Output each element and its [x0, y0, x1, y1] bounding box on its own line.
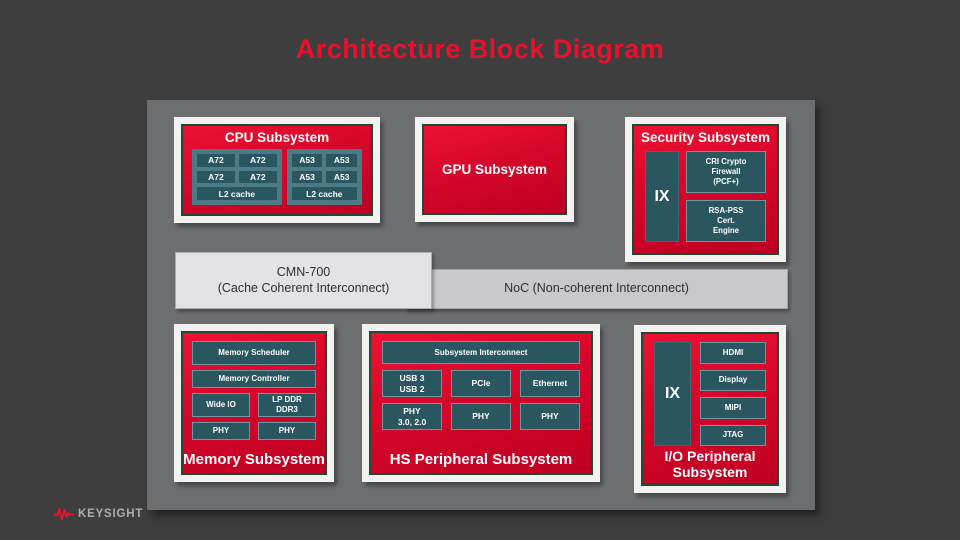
- wide-io: Wide IO: [192, 393, 250, 417]
- security-modules: CRI Crypto Firewall (PCF+) RSA-PSS Cert.…: [686, 151, 766, 242]
- memory-body: Memory Scheduler Memory Controller Wide …: [183, 333, 325, 440]
- memory-subsystem-title: Memory Subsystem: [183, 450, 325, 468]
- memory-grid: Wide IO LP DDR DDR3 PHY PHY: [192, 393, 316, 440]
- usb-block: USB 3 USB 2: [382, 370, 442, 397]
- a53-core: A53: [291, 154, 323, 167]
- a53-core: A53: [291, 170, 323, 184]
- memory-controller: Memory Controller: [192, 370, 316, 388]
- security-subsystem-title: Security Subsystem: [640, 130, 771, 145]
- cpu-subsystem-box: CPU Subsystem A72 A72 A72 A72 L2 cache A…: [174, 117, 380, 223]
- jtag-port: JTAG: [700, 424, 766, 446]
- security-subsystem-box: Security Subsystem IX CRI Crypto Firewal…: [625, 117, 786, 262]
- keysight-pulse-icon: [54, 508, 74, 521]
- diagram-panel: CPU Subsystem A72 A72 A72 A72 L2 cache A…: [147, 100, 815, 510]
- hdmi-port: HDMI: [700, 342, 766, 364]
- mipi-port: MIPI: [700, 397, 766, 419]
- cpu-subsystem-title: CPU Subsystem: [224, 130, 330, 145]
- a72-core: A72: [197, 170, 235, 184]
- l2-cache: L2 cache: [197, 187, 277, 200]
- subsystem-interconnect: Subsystem Interconnect: [382, 341, 580, 364]
- cpu-subsystem: CPU Subsystem A72 A72 A72 A72 L2 cache A…: [181, 124, 373, 216]
- keysight-logo: KEYSIGHT: [54, 506, 143, 522]
- cmn-700-interconnect: CMN-700 (Cache Coherent Interconnect): [175, 252, 432, 309]
- ix-block: IX: [645, 151, 679, 242]
- pcie-phy: PHY: [451, 403, 511, 430]
- memory-phy: PHY: [258, 422, 316, 440]
- a72-core: A72: [238, 170, 277, 184]
- hs-peripheral-grid: USB 3 USB 2 PCIe Ethernet PHY 3.0, 2.0 P…: [382, 370, 580, 430]
- security-subsystem: Security Subsystem IX CRI Crypto Firewal…: [632, 124, 779, 255]
- l2-cache: L2 cache: [291, 187, 357, 200]
- a53-cluster: A53 A53 A53 A53 L2 cache: [286, 149, 362, 205]
- a53-core: A53: [326, 170, 357, 184]
- lpddr-ddr3: LP DDR DDR3: [258, 393, 316, 417]
- a53-core: A53: [326, 154, 357, 167]
- hs-peripheral-subsystem: Subsystem Interconnect USB 3 USB 2 PCIe …: [369, 331, 593, 475]
- keysight-wordmark: KEYSIGHT: [78, 508, 144, 520]
- gpu-subsystem: GPU Subsystem: [422, 124, 567, 215]
- cri-crypto-firewall: CRI Crypto Firewall (PCF+): [686, 151, 766, 193]
- usb-phy: PHY 3.0, 2.0: [382, 403, 442, 430]
- ix-block: IX: [654, 342, 691, 446]
- rsa-pss-cert-engine: RSA-PSS Cert. Engine: [686, 200, 766, 242]
- ethernet-phy: PHY: [520, 403, 580, 430]
- hs-peripheral-body: Subsystem Interconnect USB 3 USB 2 PCIe …: [371, 333, 591, 430]
- gpu-subsystem-title: GPU Subsystem: [441, 162, 548, 177]
- ethernet-block: Ethernet: [520, 370, 580, 397]
- gpu-subsystem-box: GPU Subsystem: [415, 117, 574, 222]
- memory-subsystem-box: Memory Scheduler Memory Controller Wide …: [174, 324, 334, 482]
- io-peripheral-subsystem-box: IX HDMI Display MIPI JTAG I/O Peripheral…: [634, 325, 786, 493]
- noc-interconnect: NoC (Non-coherent Interconnect): [405, 269, 788, 309]
- display-port: Display: [700, 369, 766, 391]
- page-title: Architecture Block Diagram: [295, 34, 665, 64]
- a72-core: A72: [238, 154, 277, 167]
- memory-subsystem: Memory Scheduler Memory Controller Wide …: [181, 331, 327, 475]
- io-peripheral-body: IX HDMI Display MIPI JTAG: [643, 334, 777, 446]
- memory-scheduler: Memory Scheduler: [192, 341, 316, 365]
- security-body: IX CRI Crypto Firewall (PCF+) RSA-PSS Ce…: [634, 148, 777, 253]
- a72-cluster: A72 A72 A72 A72 L2 cache: [192, 149, 282, 205]
- a72-core: A72: [197, 154, 235, 167]
- io-peripheral-subsystem: IX HDMI Display MIPI JTAG I/O Peripheral…: [641, 332, 779, 486]
- memory-phy: PHY: [192, 422, 250, 440]
- cpu-clusters: A72 A72 A72 A72 L2 cache A53 A53 A53 A53…: [183, 148, 371, 214]
- hs-peripheral-subsystem-title: HS Peripheral Subsystem: [389, 450, 573, 468]
- pcie-block: PCIe: [451, 370, 511, 397]
- io-peripheral-subsystem-title: I/O Peripheral Subsystem: [664, 448, 756, 481]
- io-ports: HDMI Display MIPI JTAG: [700, 342, 766, 446]
- hs-peripheral-subsystem-box: Subsystem Interconnect USB 3 USB 2 PCIe …: [362, 324, 600, 482]
